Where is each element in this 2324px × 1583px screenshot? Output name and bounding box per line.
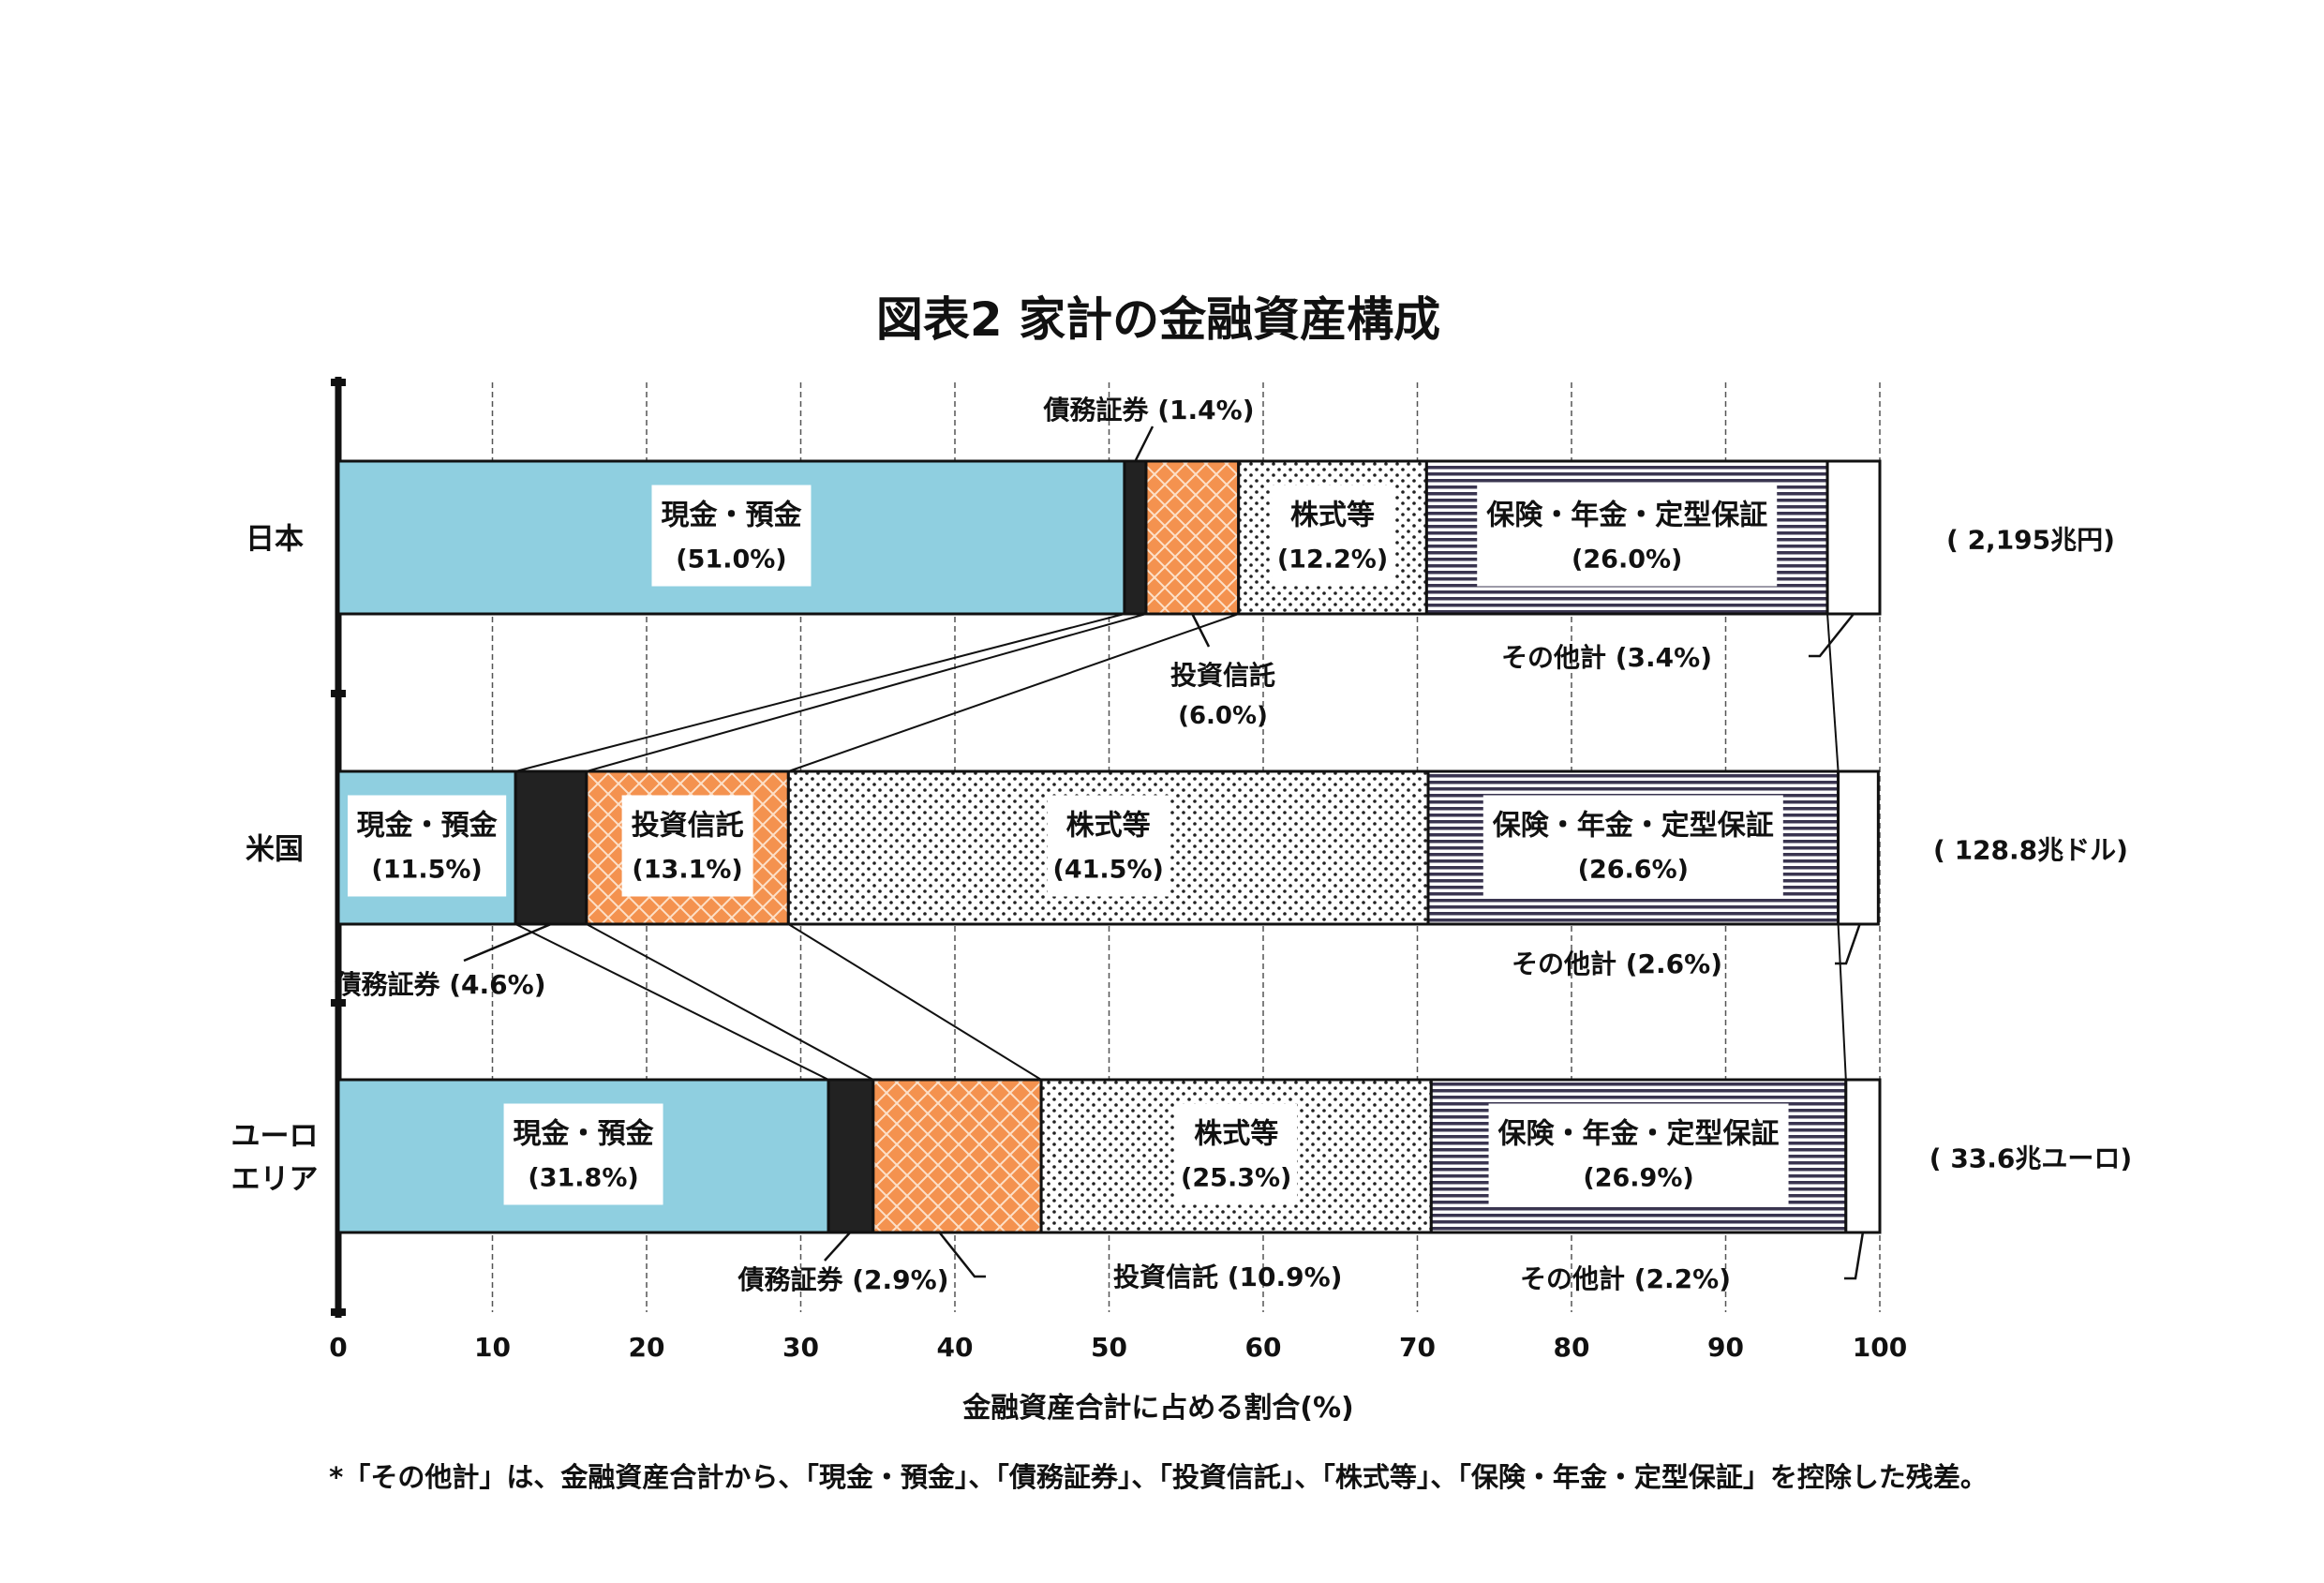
data-label-box xyxy=(621,795,753,897)
data-label-name: 株式等 xyxy=(1066,810,1151,843)
connector-line xyxy=(787,923,1042,1081)
bar-segment-6 xyxy=(1837,769,1880,926)
x-tick-label: 90 xyxy=(1707,1332,1744,1363)
data-label-value: (26.0%) xyxy=(1572,545,1682,575)
data-label-box xyxy=(348,795,507,897)
data-label-value: (26.6%) xyxy=(1578,856,1689,885)
callout-line xyxy=(463,922,552,963)
data-label-box xyxy=(1488,1103,1789,1205)
data-label-box xyxy=(1272,485,1394,587)
x-tick-label: 100 xyxy=(1853,1332,1907,1363)
x-axis-label: 金融資産合計に占める割合(%) xyxy=(961,1392,1353,1425)
data-label-name: 現金・預金 xyxy=(661,500,802,532)
data-label-value: (41.5%) xyxy=(1052,856,1163,885)
category-label: 日本 xyxy=(246,523,304,557)
bar-segment-3 xyxy=(872,1078,1043,1234)
data-label: 債務証券 (1.4%) xyxy=(1043,395,1255,426)
data-label: その他計 (3.4%) xyxy=(1501,642,1712,673)
x-tick-label: 0 xyxy=(329,1332,347,1363)
x-tick-label: 50 xyxy=(1091,1332,1127,1363)
data-label-box xyxy=(1047,795,1169,897)
data-label-box xyxy=(651,485,812,587)
data-label-box xyxy=(1175,1103,1298,1205)
x-tick-label: 80 xyxy=(1554,1332,1590,1363)
x-tick-label: 60 xyxy=(1245,1332,1282,1363)
data-label-box xyxy=(503,1103,663,1205)
category-label: エリア xyxy=(231,1163,319,1197)
data-label-value: (26.9%) xyxy=(1583,1164,1693,1193)
data-label: その他計 (2.6%) xyxy=(1512,948,1722,979)
data-label-value: (12.2%) xyxy=(1277,545,1388,575)
callout-line xyxy=(938,1232,986,1278)
data-label-name: 投資信託 xyxy=(1170,660,1275,691)
data-label-box xyxy=(1482,795,1783,897)
bar-segment-2 xyxy=(1123,459,1148,616)
data-label-name: 株式等 xyxy=(1290,500,1375,532)
bar-segment-6 xyxy=(1825,459,1882,616)
total-label: ( 128.8兆ドル) xyxy=(1933,835,2128,866)
connector-line xyxy=(586,613,1147,772)
bar-segment-3 xyxy=(1144,459,1241,616)
connector-line xyxy=(788,613,1240,772)
connector-line xyxy=(514,613,1125,772)
data-label-name: 投資信託 xyxy=(632,810,744,843)
callout-line xyxy=(1809,613,1855,658)
footnote: *「その他計」は、金融資産合計から、「現金・預金」、「債務証券」、「投資信託」、… xyxy=(329,1461,1988,1493)
x-tick-label: 70 xyxy=(1399,1332,1436,1363)
data-label-value: (31.8%) xyxy=(528,1164,638,1193)
chart-title: 図表2 家計の金融資産構成 xyxy=(876,292,1440,347)
data-label-value: (51.0%) xyxy=(676,545,786,575)
bar-segment-2 xyxy=(827,1078,875,1234)
x-tick-label: 20 xyxy=(629,1332,665,1363)
connector-line xyxy=(514,923,829,1081)
data-label-value: (11.5%) xyxy=(371,856,482,885)
total-label: ( 2,195兆円) xyxy=(1946,525,2115,556)
data-label-name: 株式等 xyxy=(1194,1118,1278,1151)
total-label: ( 33.6兆ユーロ) xyxy=(1929,1143,2132,1174)
data-label: 投資信託 (10.9%) xyxy=(1113,1262,1342,1292)
x-tick-label: 10 xyxy=(474,1332,511,1363)
category-label: 米国 xyxy=(246,833,304,867)
data-label-name: 現金・預金 xyxy=(514,1118,655,1151)
bar-segment-2 xyxy=(514,769,588,926)
callout-line xyxy=(1191,613,1211,648)
callout-line xyxy=(1835,923,1861,965)
data-label-name: 保険・年金・定型保証 xyxy=(1498,1118,1780,1151)
data-label-value: (25.3%) xyxy=(1181,1164,1291,1193)
callout-line xyxy=(824,1232,852,1262)
data-label-value: (13.1%) xyxy=(632,856,742,885)
x-tick-label: 30 xyxy=(782,1332,819,1363)
data-label-name: 保険・年金・定型保証 xyxy=(1493,810,1774,843)
data-label-value: (6.0%) xyxy=(1178,702,1268,730)
data-label-box xyxy=(1477,485,1778,587)
bar-segment-6 xyxy=(1844,1078,1882,1234)
y-axis-tick xyxy=(331,379,346,386)
callout-line xyxy=(1844,1232,1865,1280)
data-label: その他計 (2.2%) xyxy=(1520,1263,1731,1294)
data-label-name: 保険・年金・定型保証 xyxy=(1486,500,1767,532)
connector-line xyxy=(1826,613,1840,772)
callout-line xyxy=(1134,426,1155,462)
data-label: 債務証券 (2.9%) xyxy=(737,1264,949,1295)
data-label: 債務証券 (4.6%) xyxy=(335,969,546,1000)
data-label-name: 現金・預金 xyxy=(357,810,499,843)
category-label: ユーロ xyxy=(231,1120,319,1154)
x-tick-label: 40 xyxy=(937,1332,974,1363)
y-axis-tick xyxy=(331,1308,346,1316)
connector-line xyxy=(1837,923,1847,1081)
connector-line xyxy=(586,923,874,1081)
